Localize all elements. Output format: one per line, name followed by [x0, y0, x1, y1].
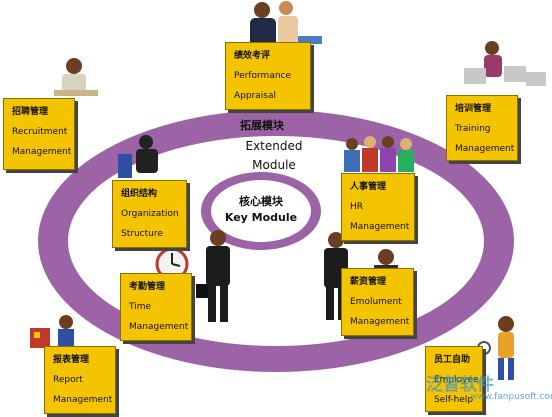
module-en-line1: Time [129, 302, 152, 312]
module-cn-label: 招聘管理 [12, 107, 49, 117]
module-en-line2: Management [350, 222, 410, 232]
module-cn-label: 报表管理 [53, 355, 90, 365]
hr-crowd-icon [344, 136, 414, 172]
module-en-line2: Structure [121, 229, 163, 239]
module-en-line2: Management [53, 395, 113, 405]
organization-person-icon [118, 135, 158, 178]
clock-icon [155, 247, 189, 280]
module-hr-management: 人事管理 HR Management [341, 173, 415, 241]
extended-en-line2: Module [252, 158, 296, 172]
performance-people-icon [250, 1, 322, 48]
module-cn-label: 绩效考评 [234, 51, 271, 61]
extended-en-line1: Extended [245, 139, 303, 153]
module-organization-structure: 组织结构 Organization Structure [112, 180, 187, 248]
module-recruitment-management: 招聘管理 Recruitment Management [3, 98, 75, 170]
module-en-line1: Emolument [350, 297, 402, 307]
extended-module-title-cn: 拓展模块 [240, 119, 284, 132]
watermark-brand: 泛普软件 [426, 375, 494, 395]
recruitment-person-icon [54, 58, 98, 96]
module-en-line2: Appraisal [234, 91, 277, 101]
module-training-management: 培训管理 Training Management [446, 95, 518, 161]
key-module-title-cn: 核心模块 [239, 195, 283, 208]
module-en-line2: Self-help [434, 395, 474, 405]
module-cn-label: 考勤管理 [129, 282, 166, 292]
module-en-line1: Organization [121, 209, 179, 219]
key-module-title-en: Key Module [224, 211, 298, 224]
module-en-line2: Management [129, 322, 189, 332]
module-en-line1: Employee [434, 375, 479, 385]
module-emolument-management: 薪资管理 Emolument Management [341, 268, 414, 336]
extended-module-title-en: Extended Module [232, 137, 316, 175]
module-employee-selfhelp: 员工自助 Employee Self-help [425, 346, 483, 412]
module-en-line1: Training [455, 124, 491, 134]
module-en-line1: HR [350, 202, 364, 212]
training-people-icon [464, 41, 546, 86]
module-cn-label: 组织结构 [121, 189, 158, 199]
module-cn-label: 薪资管理 [350, 277, 387, 287]
module-performance-appraisal: 绩效考评 Performance Appraisal [225, 42, 311, 110]
module-en-line1: Report [53, 375, 83, 385]
module-en-line1: Performance [234, 71, 292, 81]
module-time-management: 考勤管理 Time Management [120, 273, 192, 341]
watermark-url: www.fanpusoft.com [470, 392, 552, 402]
module-en-line2: Management [12, 147, 72, 157]
key-module-center [211, 180, 311, 242]
selfhelp-person-icon [477, 316, 514, 380]
module-cn-label: 人事管理 [350, 182, 387, 192]
module-cn-label: 员工自助 [434, 355, 471, 365]
report-person-icon [30, 315, 74, 351]
businessman-left-icon [196, 230, 230, 322]
module-en-line2: Management [455, 144, 515, 154]
module-en-line2: Management [350, 317, 410, 327]
module-report-management: 报表管理 Report Management [44, 346, 116, 414]
module-cn-label: 培训管理 [455, 104, 492, 114]
module-en-line1: Recruitment [12, 127, 68, 137]
